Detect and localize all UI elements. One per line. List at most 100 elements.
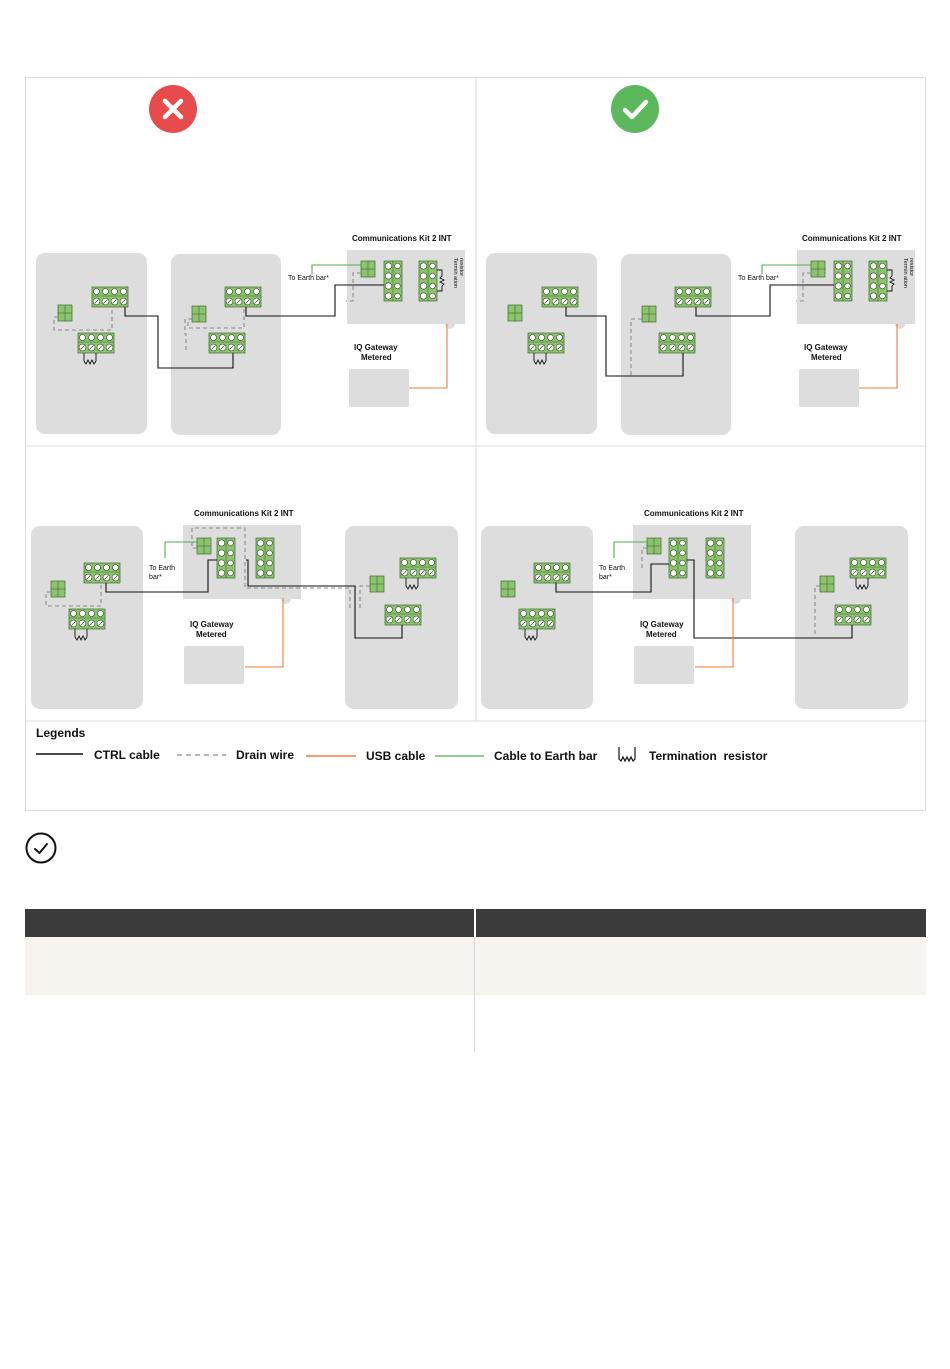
terminal-number (386, 606, 393, 613)
terminal-number (266, 569, 273, 577)
terminal-number (869, 559, 876, 566)
termination-resistor (887, 269, 896, 292)
terminal-screw (419, 292, 427, 300)
terminal-screw-slot (562, 299, 567, 304)
terminal-screw-slot (548, 621, 553, 626)
terminal-screw-slot (95, 575, 100, 580)
legend-earth-label: Cable to Earth bar (494, 749, 598, 763)
earth-cable (761, 264, 811, 274)
terminal-number (679, 559, 686, 567)
terminal-number (106, 334, 113, 341)
earth-block (50, 580, 66, 598)
earth-cable (164, 541, 197, 558)
terminal-screw-slot (80, 345, 85, 350)
terminal-block (533, 562, 571, 584)
terminal-number (102, 288, 109, 295)
drain-wire (630, 318, 642, 376)
terminal-screw (869, 262, 877, 270)
terminal-number (394, 282, 401, 290)
terminal-strip (383, 260, 403, 302)
table-header (25, 909, 926, 937)
terminal-number (394, 272, 401, 280)
terminal-number (410, 559, 417, 566)
drain-wire (796, 272, 811, 302)
earth-block (57, 304, 73, 322)
terminal-number (70, 610, 77, 617)
terminal-screw (218, 559, 226, 567)
terminal-screw (706, 539, 714, 547)
terminal-screw-slot (411, 570, 416, 575)
terminal-number (863, 606, 870, 613)
terminal-screw-slot (855, 617, 860, 622)
terminal-block (527, 332, 565, 354)
terminal-screw-slot (94, 299, 99, 304)
terminal-screw (257, 539, 265, 547)
legend-drain-label: Drain wire (236, 748, 294, 762)
terminal-number (556, 334, 563, 341)
terminal-number (111, 288, 118, 295)
terminal-screw (669, 569, 677, 577)
terminal-screw-slot (852, 570, 857, 575)
earth-label: To Earth (149, 565, 175, 572)
drain-wire (191, 527, 351, 610)
earth-label: To Earth bar* (738, 275, 779, 282)
terminal-number (547, 610, 554, 617)
terminal-number (716, 559, 723, 567)
table-header-divider (474, 909, 476, 937)
terminal-number (535, 564, 542, 571)
terminal-block-body (674, 286, 712, 308)
terminal-screw (834, 262, 842, 270)
terminal-screw (419, 262, 427, 270)
terminal-number (429, 292, 436, 300)
termination-resistor (533, 353, 547, 366)
terminal-number (844, 292, 851, 300)
terminal-number (210, 334, 217, 341)
drain-wire (184, 318, 192, 351)
earth-label: bar* (599, 574, 612, 581)
terminal-screw-slot (539, 345, 544, 350)
terminal-number (685, 288, 692, 295)
gateway-label: Metered (811, 353, 842, 362)
terminal-number (227, 539, 234, 547)
terminal-screw (257, 549, 265, 557)
terminal-number (553, 564, 560, 571)
terminal-screw-slot (86, 575, 91, 580)
terminal-screw-slot (236, 299, 241, 304)
terminal-number (401, 559, 408, 566)
terminal-screw-slot (545, 575, 550, 580)
earth-block (196, 537, 212, 555)
terminal-screw-slot (571, 299, 576, 304)
terminal-number (419, 559, 426, 566)
terminal-screw-slot (429, 570, 434, 575)
terminal-number (112, 564, 119, 571)
gateway-label: Metered (361, 353, 392, 362)
ctrl-cable (695, 284, 834, 317)
terminal-screw (834, 282, 842, 290)
terminal-number (676, 288, 683, 295)
terminal-number (860, 559, 867, 566)
kit-title: Communications Kit 2 INT (352, 234, 452, 243)
terminal-screw (218, 549, 226, 557)
earth-block (810, 260, 826, 278)
terminal-screw-slot (227, 299, 232, 304)
terminal-block (541, 286, 579, 308)
terminal-screw-slot (864, 617, 869, 622)
gateway-label: IQ Gateway (354, 343, 398, 352)
terminal-screw (384, 292, 392, 300)
earth-block (369, 575, 385, 593)
terminal-screw-slot (548, 345, 553, 350)
ctrl-cable (565, 307, 684, 377)
usb-cable (859, 324, 898, 389)
legend-termination-label: Termination resistor (649, 749, 768, 763)
terminal-screw-slot (536, 575, 541, 580)
terminal-number (266, 539, 273, 547)
terminal-screw (419, 272, 427, 280)
wiring-figure: Communications Kit 2 INT To Earth bar* Ter… (25, 77, 927, 811)
terminal-number (679, 569, 686, 577)
terminal-screw-slot (870, 570, 875, 575)
terminal-number (395, 606, 402, 613)
terminal-screw-slot (539, 621, 544, 626)
terminal-screw-slot (71, 621, 76, 626)
terminal-strip (216, 537, 236, 579)
termination-resistor (74, 629, 88, 642)
